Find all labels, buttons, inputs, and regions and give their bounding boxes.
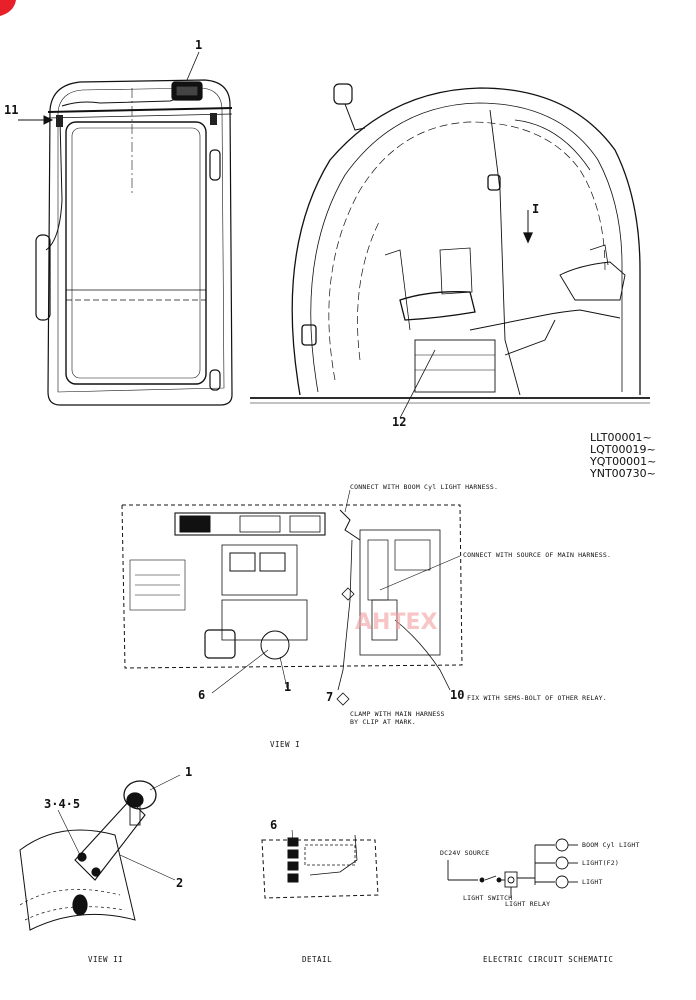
serial-1: LLT00001~ (590, 431, 652, 444)
callout-7: 7 (326, 690, 334, 704)
view-ii-arrow (18, 115, 54, 125)
note-fix-sems: FIX WITH SEMS-BOLT OF OTHER RELAY. (467, 694, 607, 702)
callout-12: 12 (392, 415, 407, 429)
schematic-switch: LIGHT SWITCH (463, 894, 513, 902)
callout-1-cab-front: 1 (195, 38, 203, 52)
serial-4: YNT00730~ (590, 467, 656, 480)
callout-11: 11 (4, 103, 19, 117)
schematic-relay: LIGHT RELAY (505, 900, 551, 908)
cab-front-view (35, 51, 233, 406)
schematic-light: LIGHT (582, 878, 603, 886)
serial-list: LLT00001~ LQT00019~ YQT00001~ YNT00730~ (590, 432, 656, 480)
caption-view-i: VIEW I (270, 740, 301, 749)
watermark-text: AHTEX (355, 610, 438, 635)
caption-detail: DETAIL (302, 955, 333, 964)
callout-1-view-i: 1 (284, 680, 292, 694)
serial-2: LQT00019~ (590, 443, 656, 456)
callout-1-view-ii: 1 (185, 765, 193, 779)
schematic-boom-light: BOOM Cyl LIGHT (582, 841, 640, 849)
schematic-source: DC24V SOURCE (440, 849, 490, 857)
detail-drawing (261, 829, 379, 899)
note-clamp-2: BY CLIP AT MARK. (350, 718, 416, 726)
cab-side-view (250, 83, 650, 419)
schematic-light-f2: LIGHT(F2) (582, 859, 620, 867)
callout-3-4-5: 3·4·5 (44, 797, 81, 811)
circuit-schematic (447, 838, 578, 898)
note-clamp-1: CLAMP WITH MAIN HARNESS (350, 710, 445, 718)
note-main-source: CONNECT WITH SOURCE OF MAIN HARNESS. (463, 551, 612, 559)
view-ii-drawing (19, 774, 181, 931)
callout-10: 10 (450, 688, 465, 702)
callout-view-i-arrow: I (532, 202, 540, 216)
callout-2: 2 (176, 876, 184, 890)
serial-3: YQT00001~ (590, 455, 657, 468)
callout-6-view-i: 6 (198, 688, 206, 702)
corner-mark (0, 0, 16, 16)
note-boom-light: CONNECT WITH BOOM Cyl LIGHT HARNESS. (350, 483, 499, 491)
view-i-panel (121, 489, 463, 706)
caption-view-ii: VIEW II (88, 955, 124, 964)
caption-schematic: ELECTRIC CIRCUIT SCHEMATIC (483, 955, 614, 964)
callout-6-detail: 6 (270, 818, 278, 832)
